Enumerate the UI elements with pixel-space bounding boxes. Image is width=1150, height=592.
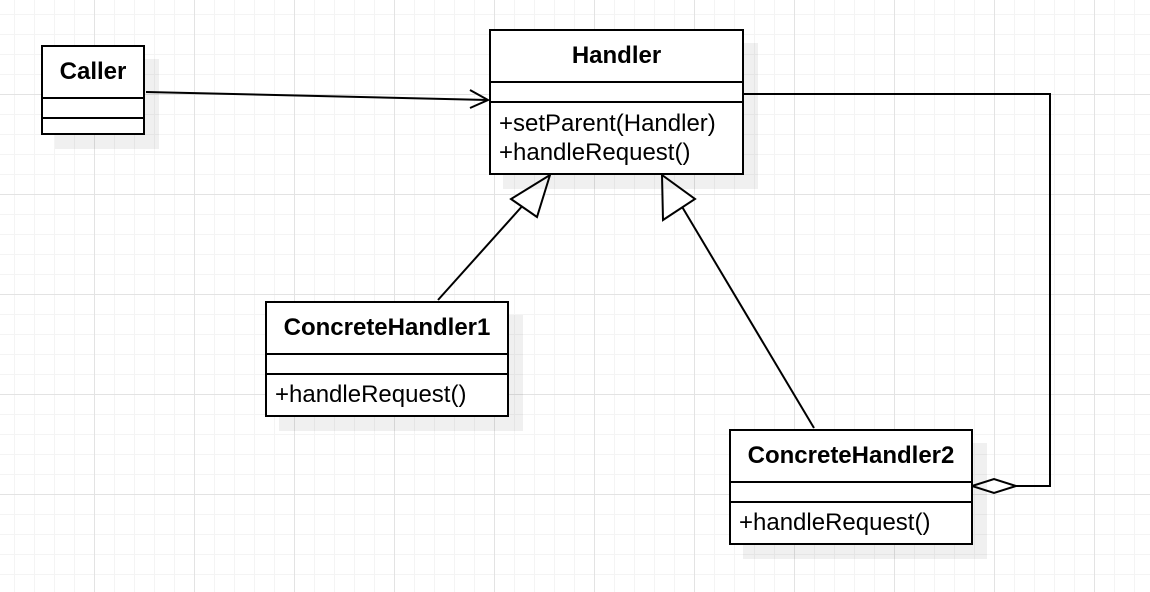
aggregation-concretehandler2-handler	[744, 93, 1051, 495]
generalization-line-1	[437, 202, 526, 301]
hollow-triangle-head-1	[509, 172, 552, 219]
generalization-concretehandler2-handler	[660, 173, 815, 429]
hollow-diamond-head	[968, 477, 1020, 495]
class-operations-compartment	[43, 119, 143, 133]
class-name: ConcreteHandler1	[267, 303, 507, 355]
hollow-triangle-head-2	[660, 173, 697, 222]
class-name: Caller	[43, 47, 143, 99]
class-attributes-compartment	[267, 355, 507, 375]
association-caller-handler	[145, 89, 491, 109]
aggregation-line	[744, 93, 1051, 487]
class-name: ConcreteHandler2	[731, 431, 971, 483]
class-attributes-compartment	[731, 483, 971, 503]
class-handler[interactable]: Handler +setParent(Handler) +handleReque…	[489, 29, 744, 175]
class-concrete-handler-2[interactable]: ConcreteHandler2 +handleRequest()	[729, 429, 973, 545]
class-name: Handler	[491, 31, 742, 83]
class-operations-compartment: +handleRequest()	[267, 375, 507, 409]
association-line	[145, 91, 489, 101]
class-caller[interactable]: Caller	[41, 45, 145, 135]
class-attributes-compartment	[43, 99, 143, 119]
operation-set-parent: +setParent(Handler)	[499, 110, 716, 137]
open-arrowhead	[469, 89, 491, 109]
class-operations-compartment: +handleRequest()	[731, 503, 971, 537]
operation-handle-request: +handleRequest()	[499, 139, 691, 166]
class-attributes-compartment	[491, 83, 742, 103]
class-operations-compartment: +setParent(Handler) +handleRequest()	[491, 103, 742, 167]
class-concrete-handler-1[interactable]: ConcreteHandler1 +handleRequest()	[265, 301, 509, 417]
operation-handle-request: +handleRequest()	[275, 381, 467, 408]
operation-handle-request: +handleRequest()	[739, 509, 931, 536]
generalization-concretehandler1-handler	[437, 172, 552, 301]
generalization-line-2	[680, 204, 815, 429]
